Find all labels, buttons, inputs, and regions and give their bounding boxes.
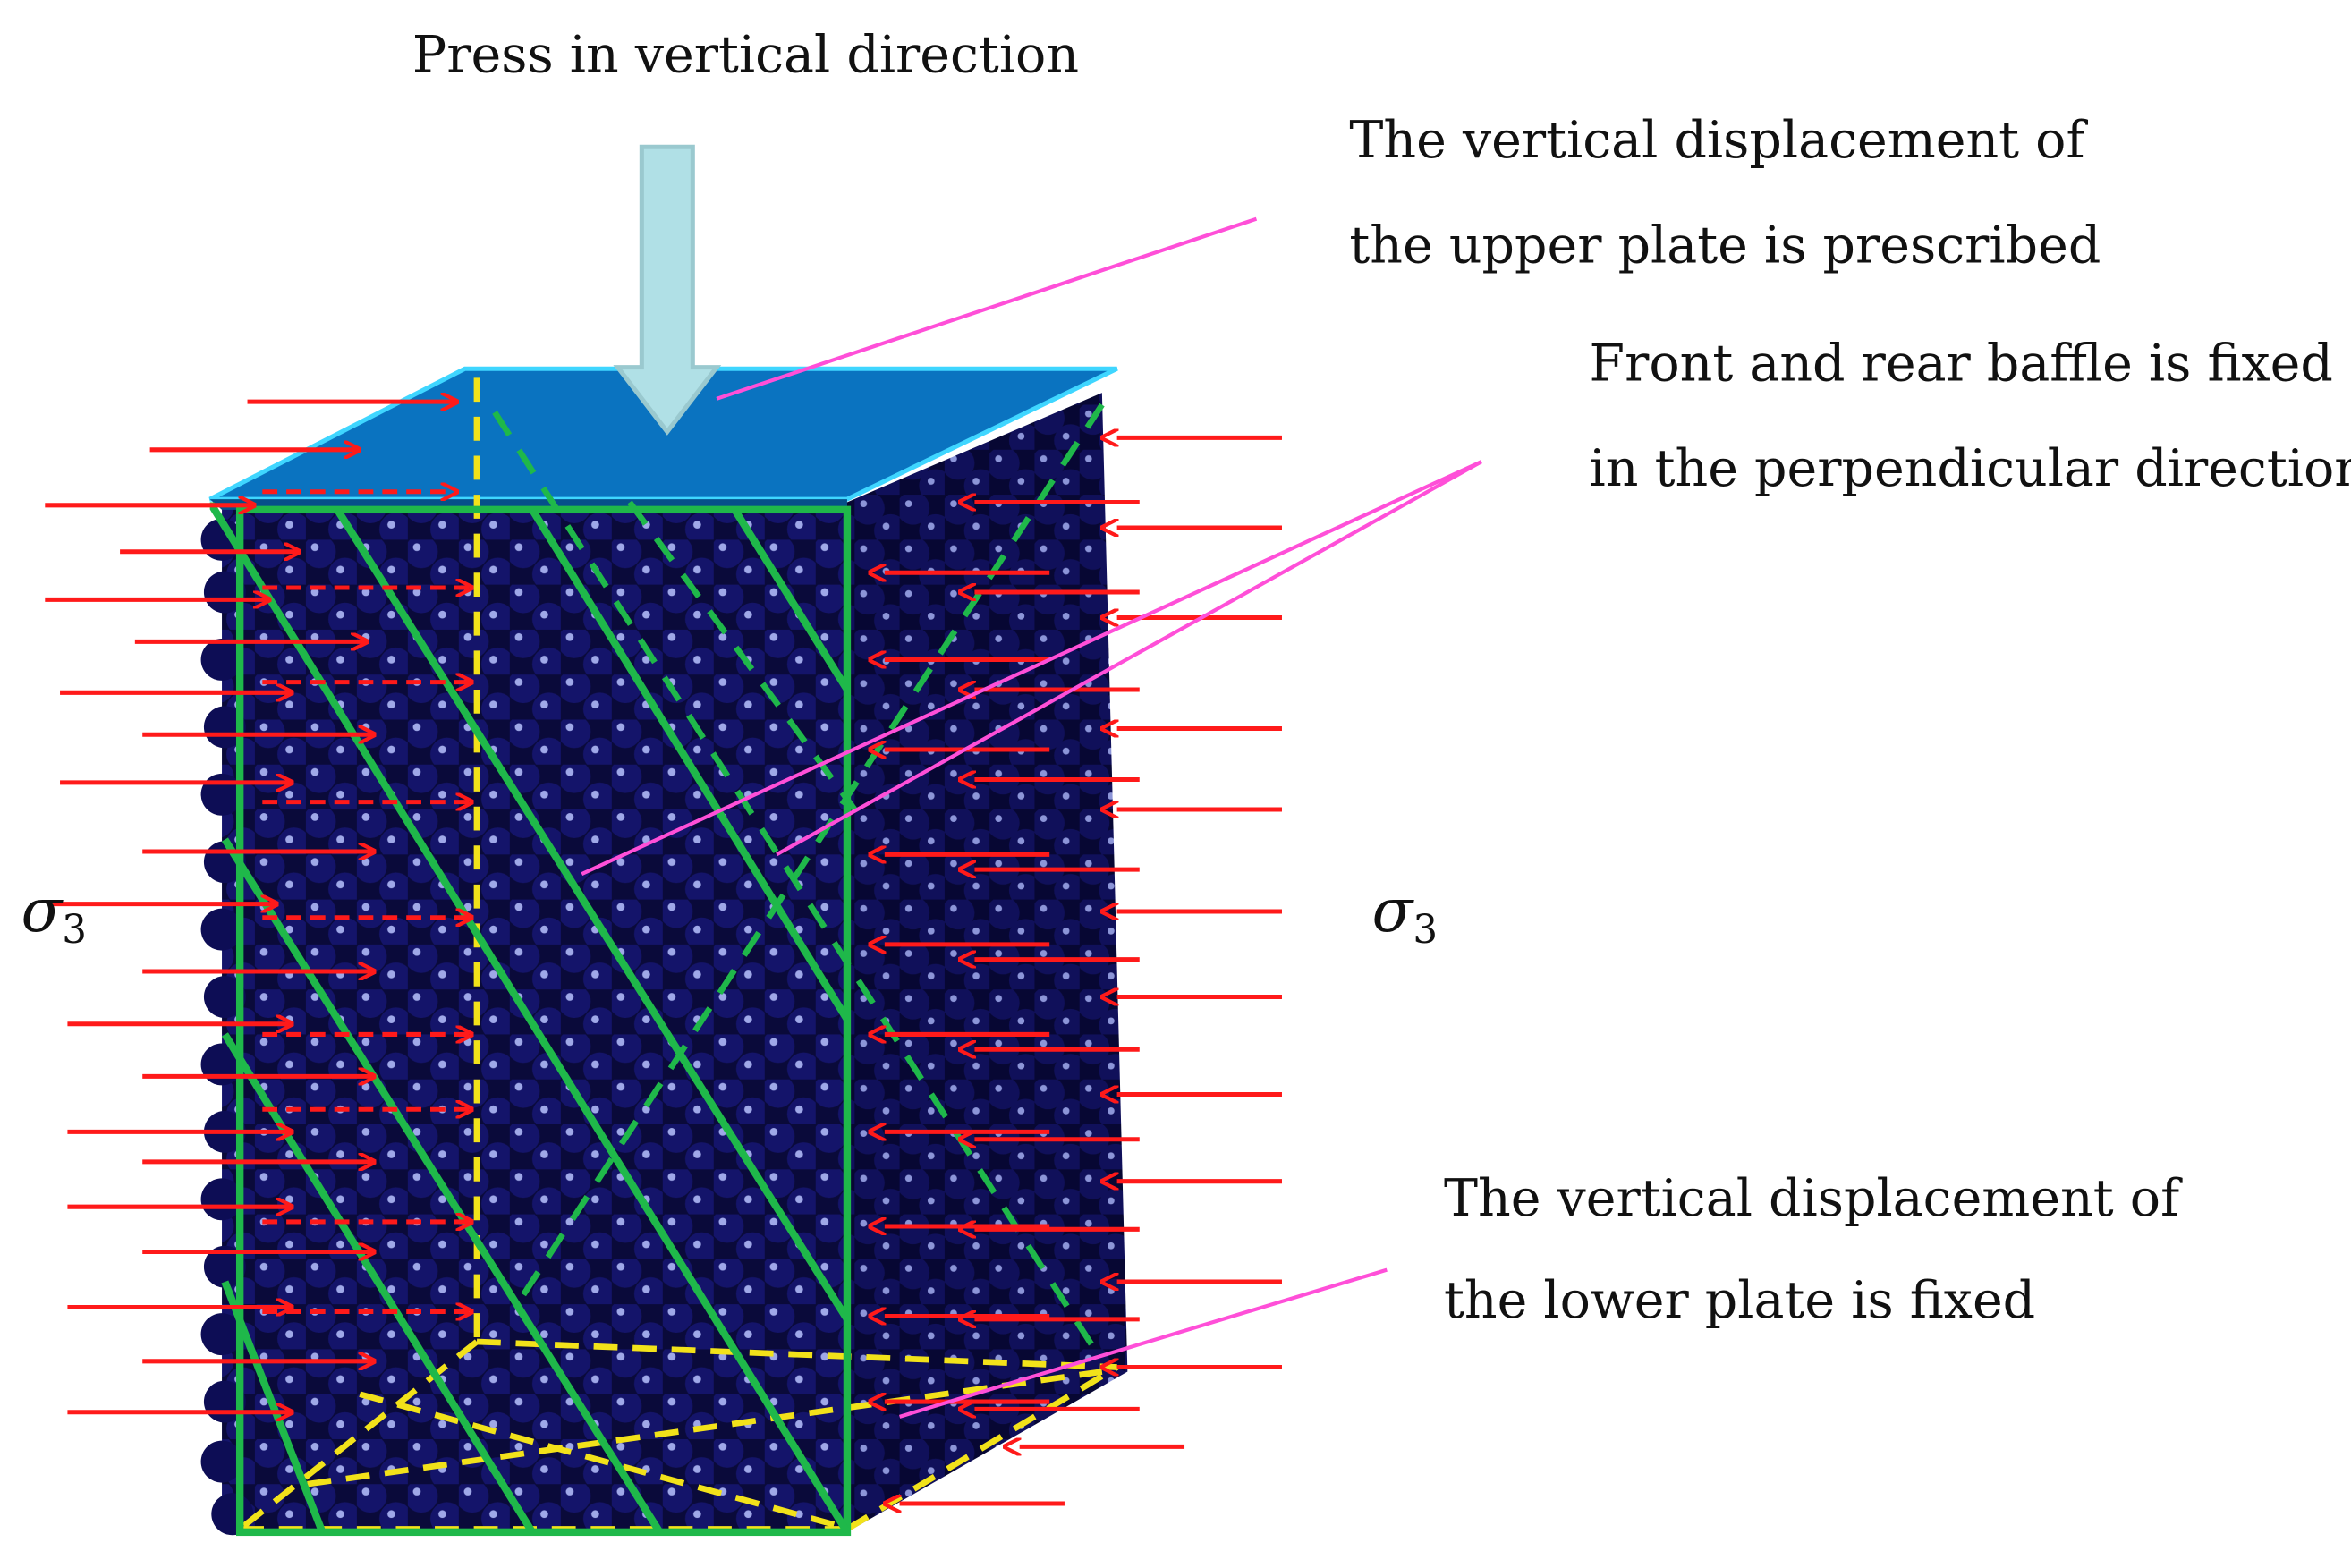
baffle-label-line1: Front and rear baffle is fixed bbox=[1589, 334, 2333, 394]
upper-plate-label-line1: The vertical displacement of bbox=[1349, 111, 2085, 172]
sigma-subscript: 3 bbox=[62, 908, 87, 954]
front-frame bbox=[235, 505, 852, 1537]
press-arrow bbox=[613, 144, 722, 436]
sigma-symbol: σ bbox=[1371, 877, 1413, 946]
left-internal-dashed-arrows bbox=[262, 492, 472, 1312]
shear-band-back-lines bbox=[492, 403, 1105, 1352]
upper-plate-label-line2: the upper plate is prescribed bbox=[1349, 216, 2101, 276]
baffle-label-line2: in the perpendicular direction bbox=[1589, 439, 2351, 500]
specimen-right-face bbox=[846, 393, 1128, 1532]
lower-plate-label-line1: The vertical displacement of bbox=[1443, 1169, 2180, 1230]
press-label: Press in vertical direction bbox=[412, 25, 1080, 86]
sigma3-right-label: σ3 bbox=[1372, 881, 1439, 950]
left-confining-arrows bbox=[45, 402, 457, 1412]
shear-band-front-lines bbox=[209, 502, 851, 1535]
sigma-symbol: σ bbox=[21, 877, 63, 946]
lower-plate-label-line2: the lower plate is fixed bbox=[1443, 1271, 2036, 1332]
sigma-subscript: 3 bbox=[1413, 908, 1439, 954]
right-confining-arrows bbox=[885, 437, 1282, 1504]
annotation-leaders bbox=[581, 216, 1482, 1419]
sigma3-left-label: σ3 bbox=[21, 881, 87, 950]
